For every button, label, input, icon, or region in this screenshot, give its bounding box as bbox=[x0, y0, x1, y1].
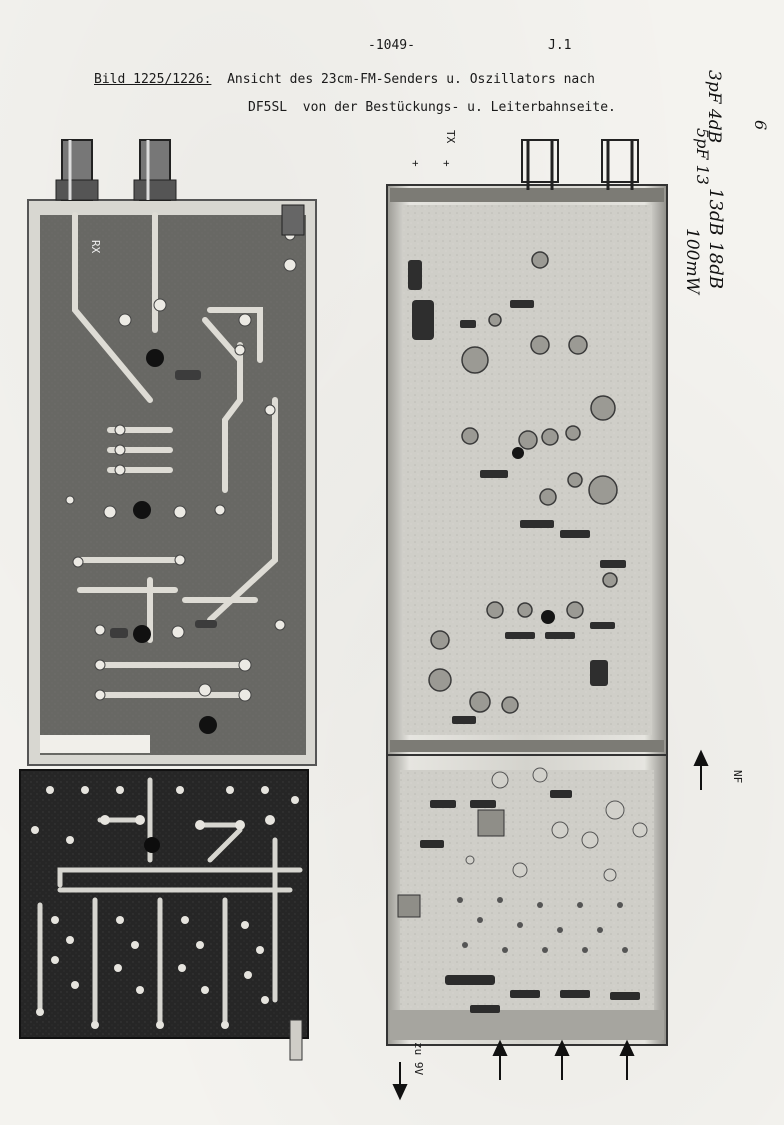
caption-line-1: Bild 1225/1226: Ansicht des 23cm-FM-Send… bbox=[94, 72, 595, 87]
left-board-lower bbox=[19, 769, 309, 1061]
page-number: -1049- bbox=[368, 38, 415, 53]
caption-text-1: Ansicht des 23cm-FM-Senders u. Oszillato… bbox=[227, 72, 595, 87]
right-board-upper bbox=[386, 139, 668, 756]
sheet-reference: J.1 bbox=[548, 38, 572, 53]
plus-label-a: + bbox=[440, 160, 453, 167]
rx-label: RX bbox=[89, 240, 102, 254]
figure-label: Bild 1225/1226: bbox=[94, 72, 212, 87]
arrows bbox=[392, 749, 709, 1101]
plus-label-b: + bbox=[409, 160, 422, 167]
tx-label: TX bbox=[444, 130, 457, 144]
nf-label: NF bbox=[731, 770, 744, 784]
bnc-connector-right bbox=[133, 139, 177, 201]
right-board-lower bbox=[386, 754, 668, 1046]
bnc-connector-left bbox=[55, 139, 99, 201]
left-board-upper bbox=[27, 139, 317, 766]
caption-line-2: DF5SL von der Bestückungs- u. Leiterbahn… bbox=[248, 100, 616, 115]
supply-9v-label: zu 9V bbox=[412, 1042, 425, 1076]
